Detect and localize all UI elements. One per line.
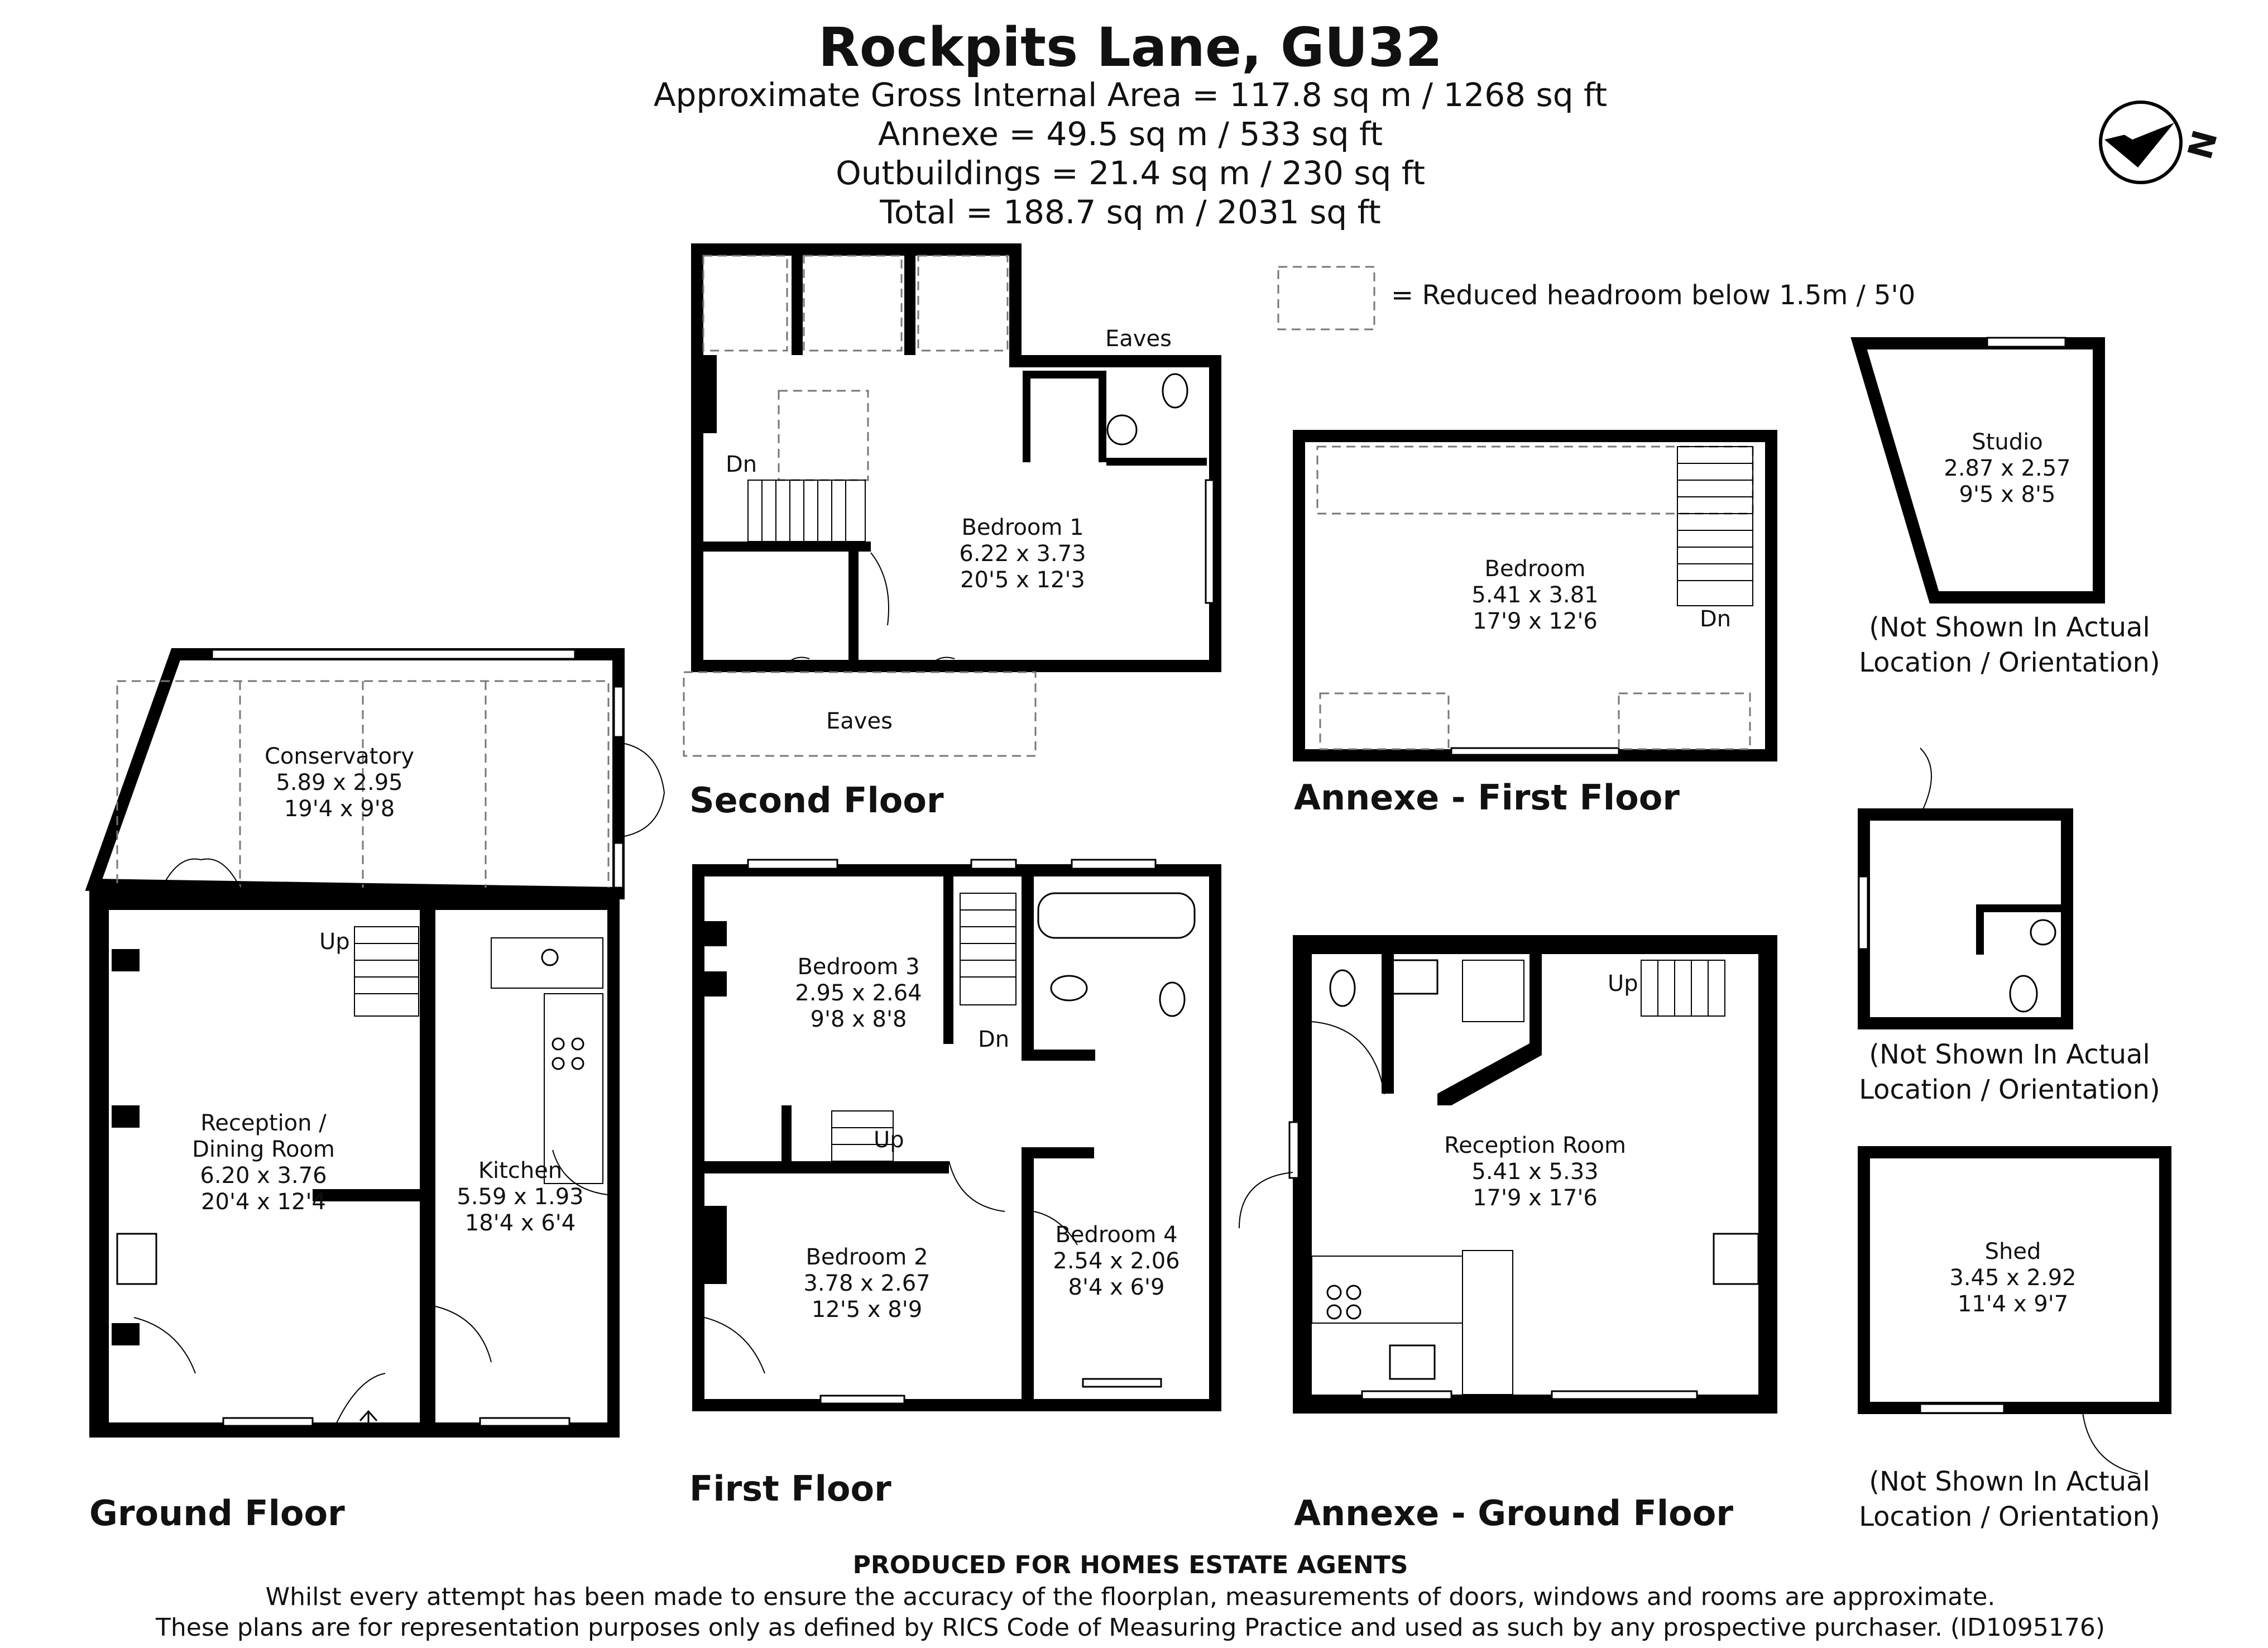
area-annexe: Annexe = 49.5 sq m / 533 sq ft bbox=[878, 115, 1383, 153]
annexe-bedroom-name: Bedroom bbox=[1485, 556, 1586, 582]
conservatory-metric: 5.89 x 2.95 bbox=[276, 770, 402, 796]
annexe-ground-floor-plan bbox=[1239, 935, 1777, 1414]
footer-disclaimer-2: These plans are for representation purpo… bbox=[155, 1613, 2105, 1642]
bedroom1-imperial: 20'5 x 12'3 bbox=[960, 567, 1085, 593]
annexe-first-floor-heading: Annexe - First Floor bbox=[1294, 777, 1680, 818]
outbuilding-wc-plan bbox=[1858, 748, 2073, 1029]
shed-note-1: (Not Shown In Actual bbox=[1869, 1466, 2150, 1497]
first-floor-heading: First Floor bbox=[689, 1468, 891, 1509]
conservatory-imperial: 19'4 x 9'8 bbox=[284, 796, 395, 822]
bedroom4-name: Bedroom 4 bbox=[1055, 1222, 1177, 1248]
annexe-ground-floor-heading: Annexe - Ground Floor bbox=[1294, 1493, 1733, 1534]
first-floor-plan bbox=[692, 859, 1221, 1411]
shed-plan bbox=[1858, 1146, 2171, 1474]
reception-dining-name-2: Dining Room bbox=[192, 1137, 335, 1162]
annexe-first-floor-plan bbox=[1293, 430, 1777, 761]
area-total: Total = 188.7 sq m / 2031 sq ft bbox=[879, 193, 1380, 231]
annexe-bedroom-metric: 5.41 x 3.81 bbox=[1471, 582, 1598, 608]
bedroom2-name: Bedroom 2 bbox=[805, 1244, 928, 1270]
ground-floor-up: Up bbox=[319, 929, 350, 955]
studio-metric: 2.87 x 2.57 bbox=[1944, 456, 2070, 481]
second-floor-plan bbox=[683, 243, 1221, 757]
bedroom2-imperial: 12'5 x 8'9 bbox=[812, 1297, 922, 1323]
studio-note-2: Location / Orientation) bbox=[1859, 647, 2160, 678]
annexe-first-dn: Dn bbox=[1700, 606, 1731, 632]
bedroom3-name: Bedroom 3 bbox=[797, 954, 919, 980]
reduced-headroom-swatch bbox=[1277, 266, 1375, 330]
reception-dining-imperial: 20'4 x 12'4 bbox=[201, 1189, 326, 1215]
ground-floor-plan bbox=[85, 648, 665, 1438]
studio-note-1: (Not Shown In Actual bbox=[1869, 612, 2150, 643]
shed-name: Shed bbox=[1985, 1239, 2041, 1264]
area-internal: Approximate Gross Internal Area = 117.8 … bbox=[654, 76, 1607, 114]
second-floor-heading: Second Floor bbox=[689, 780, 944, 821]
studio-imperial: 9'5 x 8'5 bbox=[1959, 482, 2056, 507]
shed-note-2: Location / Orientation) bbox=[1859, 1501, 2160, 1532]
footer-disclaimer-1: Whilst every attempt has been made to en… bbox=[266, 1583, 1996, 1611]
second-floor-dn: Dn bbox=[726, 452, 757, 477]
bedroom4-metric: 2.54 x 2.06 bbox=[1053, 1248, 1179, 1274]
bedroom3-imperial: 9'8 x 8'8 bbox=[811, 1007, 907, 1032]
annexe-bedroom-imperial: 17'9 x 12'6 bbox=[1473, 609, 1598, 634]
legend-text: = Reduced headroom below 1.5m / 5'0 bbox=[1391, 280, 1915, 311]
bedroom2-metric: 3.78 x 2.67 bbox=[803, 1271, 930, 1296]
bedroom3-metric: 2.95 x 2.64 bbox=[795, 980, 922, 1006]
area-outbuildings: Outbuildings = 21.4 sq m / 230 sq ft bbox=[836, 154, 1425, 192]
second-floor-eaves-top: Eaves bbox=[1105, 326, 1172, 352]
shed-imperial: 11'4 x 9'7 bbox=[1958, 1291, 2068, 1317]
compass-label: N bbox=[2180, 126, 2226, 164]
shed-metric: 3.45 x 2.92 bbox=[1949, 1265, 2076, 1291]
wc-note-2: Location / Orientation) bbox=[1859, 1074, 2160, 1105]
reception-dining-metric: 6.20 x 3.76 bbox=[200, 1163, 327, 1189]
bedroom1-name: Bedroom 1 bbox=[961, 515, 1083, 540]
kitchen-imperial: 18'4 x 6'4 bbox=[465, 1210, 576, 1236]
studio-name: Studio bbox=[1972, 429, 2042, 455]
second-floor-eaves-bottom: Eaves bbox=[826, 708, 893, 734]
reception-dining-name: Reception / bbox=[200, 1110, 327, 1136]
annexe-ground-up: Up bbox=[1608, 971, 1638, 997]
kitchen-name: Kitchen bbox=[478, 1158, 562, 1184]
footer-produced: PRODUCED FOR HOMES ESTATE AGENTS bbox=[853, 1551, 1408, 1579]
annexe-reception-metric: 5.41 x 5.33 bbox=[1471, 1159, 1598, 1185]
kitchen-metric: 5.59 x 1.93 bbox=[457, 1184, 583, 1210]
wc-note-1: (Not Shown In Actual bbox=[1869, 1039, 2150, 1070]
conservatory-name: Conservatory bbox=[265, 744, 414, 769]
plan-title: Rockpits Lane, GU32 bbox=[818, 16, 1442, 79]
bedroom1-metric: 6.22 x 3.73 bbox=[959, 541, 1086, 567]
annexe-reception-name: Reception Room bbox=[1444, 1133, 1626, 1158]
annexe-reception-imperial: 17'9 x 17'6 bbox=[1473, 1185, 1598, 1211]
north-arrow-icon: N bbox=[2099, 100, 2226, 184]
studio-plan bbox=[1850, 337, 2105, 603]
bedroom4-imperial: 8'4 x 6'9 bbox=[1068, 1275, 1165, 1300]
first-floor-dn: Dn bbox=[978, 1027, 1009, 1052]
first-floor-up: Up bbox=[874, 1127, 904, 1153]
ground-floor-heading: Ground Floor bbox=[89, 1493, 345, 1534]
